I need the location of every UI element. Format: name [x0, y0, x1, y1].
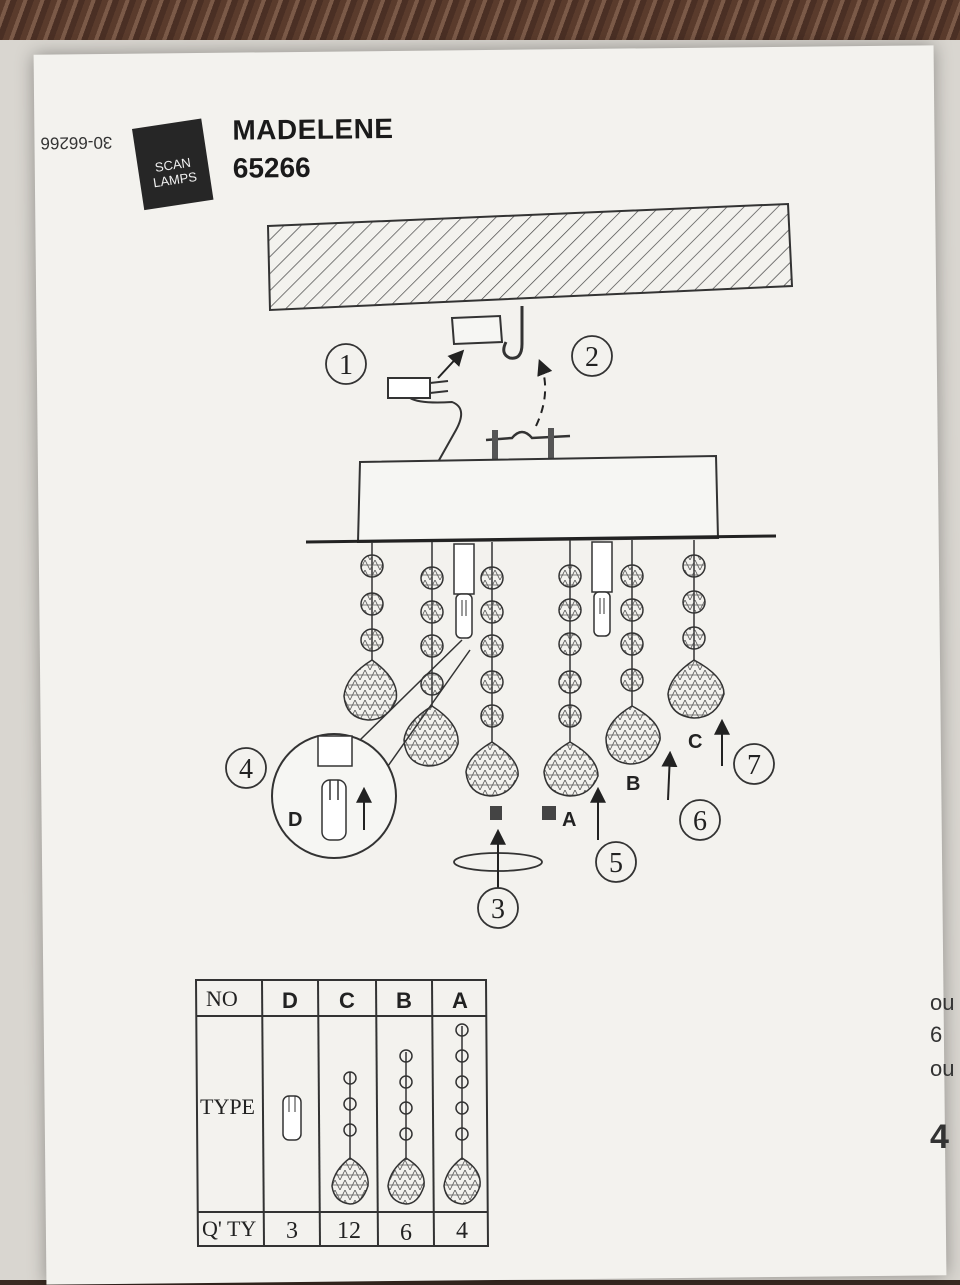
- plug-icon: [387, 377, 463, 463]
- strand-1: [343, 542, 398, 721]
- strand-7: [667, 540, 725, 719]
- strand-4: [543, 540, 599, 797]
- table-col-c-no: C: [339, 988, 355, 1013]
- part-letter-c: C: [688, 731, 702, 753]
- mounting-bracket: [485, 428, 571, 462]
- bulb-right: [591, 541, 613, 637]
- table-col-c-qty: 12: [337, 1218, 361, 1244]
- step-4-label: 4: [239, 754, 253, 785]
- peek-text-4: 4: [930, 1118, 949, 1156]
- strand-3: [465, 542, 519, 797]
- arrow-step-2: [535, 359, 553, 427]
- pin-icon-left: [490, 806, 502, 820]
- arrow-step-6: [661, 750, 678, 801]
- table-col-b-no: B: [396, 988, 412, 1013]
- table-col-d-qty: 3: [286, 1218, 298, 1244]
- parts-table: [194, 979, 490, 1247]
- table-header-type: TYPE: [200, 1094, 255, 1119]
- step-6-label: 6: [693, 806, 707, 837]
- table-col-a-no: A: [452, 988, 468, 1013]
- type-a-strand-icon: [443, 1023, 481, 1205]
- table-header-no: NO: [206, 986, 238, 1011]
- type-b-strand-icon: [387, 1049, 425, 1205]
- step-7-label: 7: [747, 750, 761, 781]
- table-col-b-qty: 6: [400, 1220, 412, 1246]
- pin-icon-right: [542, 806, 556, 820]
- peek-text-2: 6: [930, 1022, 943, 1047]
- peek-text-3: ou: [930, 1056, 955, 1081]
- step-3-label: 3: [491, 894, 505, 925]
- strand-2: [403, 542, 459, 767]
- lamp-body: [356, 454, 720, 544]
- arrow-step-1: [437, 349, 465, 379]
- peek-text-1: ou: [930, 990, 955, 1015]
- crystal-strands: [343, 540, 725, 797]
- part-letter-d: D: [288, 809, 302, 831]
- type-d-bulb-icon: [282, 1095, 302, 1141]
- ceiling-hook: [502, 306, 524, 360]
- step-5-label: 5: [609, 848, 623, 879]
- table-col-a-qty: 4: [456, 1218, 468, 1244]
- ceiling-block: [266, 202, 794, 346]
- table-col-d-no: D: [282, 988, 298, 1013]
- table-header-qty: Q' TY: [202, 1216, 256, 1241]
- type-c-strand-icon: [331, 1071, 369, 1205]
- step-1-label: 1: [339, 350, 353, 381]
- rotate-arrow-icon: [453, 828, 543, 888]
- part-letter-b: B: [626, 773, 640, 795]
- part-letter-a: A: [562, 809, 576, 831]
- bulb-left: [453, 543, 475, 639]
- lamp-plate-line: [305, 534, 777, 544]
- strand-6: [605, 540, 661, 765]
- step-2-label: 2: [585, 342, 599, 373]
- bulb-detail-callout: [271, 639, 471, 859]
